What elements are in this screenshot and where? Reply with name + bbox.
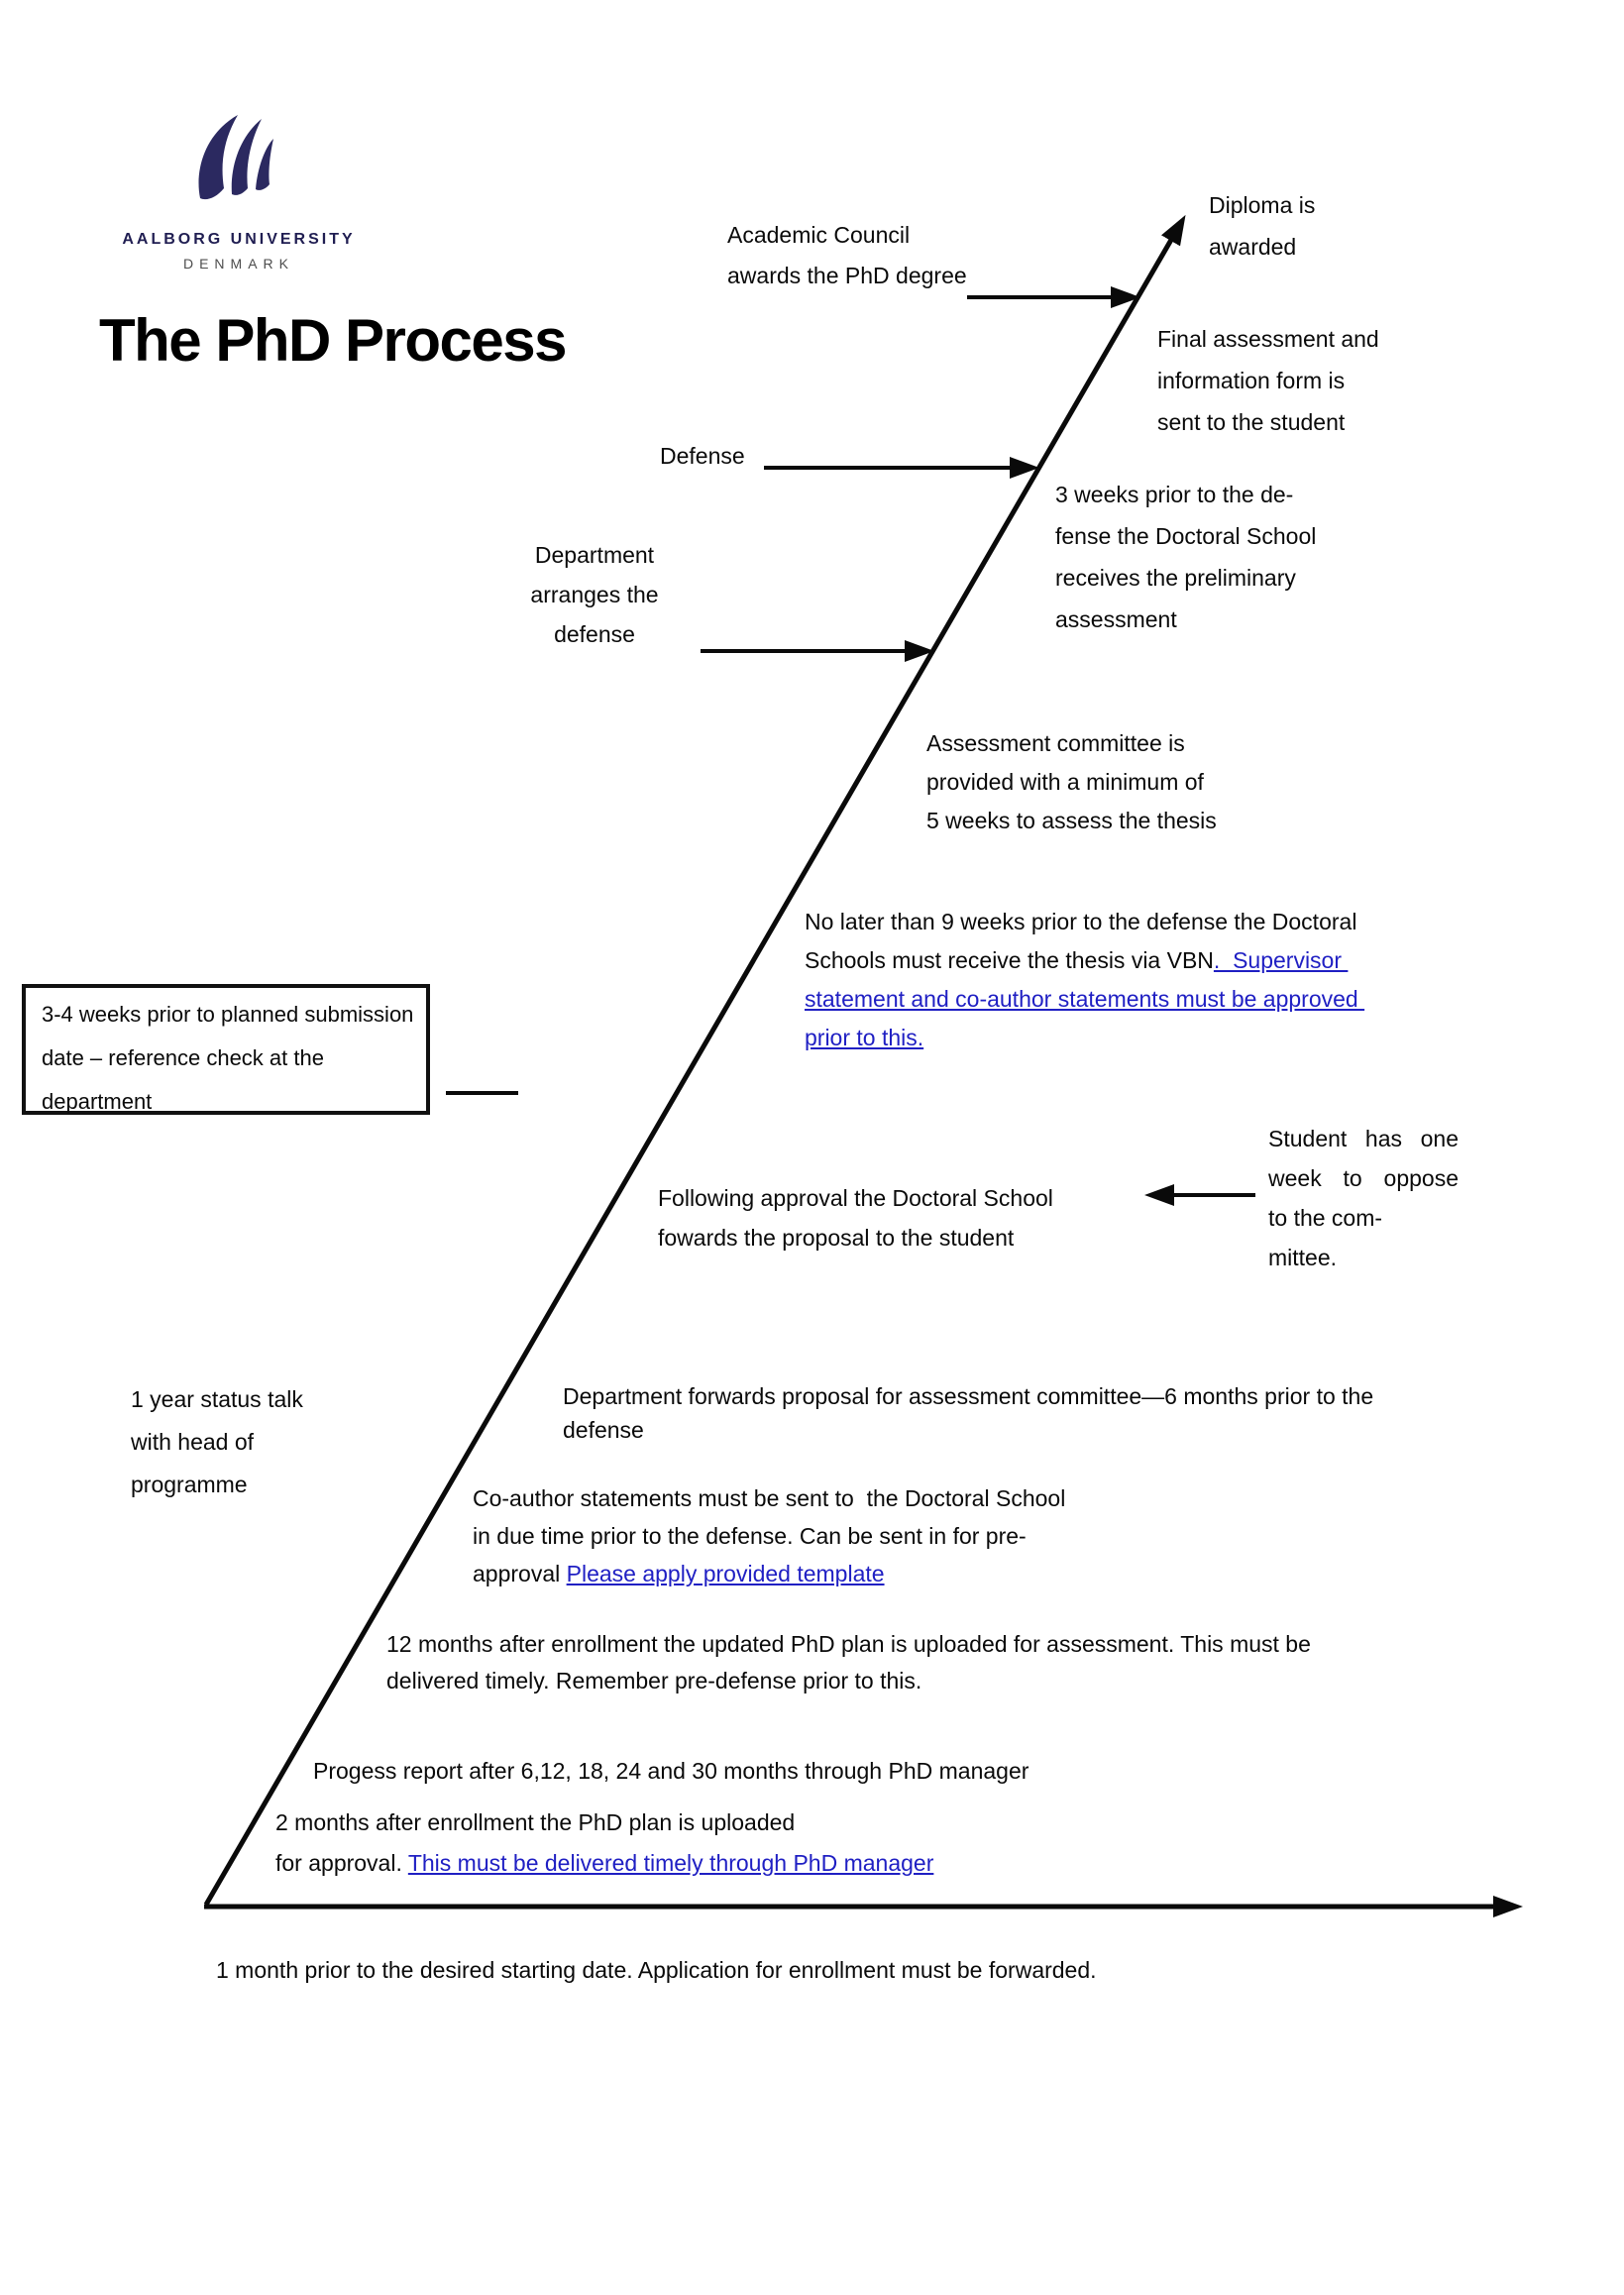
- two-months-plain-text: for approval.: [275, 1850, 408, 1876]
- annotation-assessment-committee: Assessment committee is provided with a …: [926, 730, 1217, 833]
- supervisor-statement-link[interactable]: . Supervisor: [1213, 947, 1349, 973]
- annotation-diploma-awarded: Diploma is awarded: [1209, 192, 1316, 260]
- annotation-twelve-months: 12 months after enrollment the updated P…: [386, 1631, 1311, 1694]
- template-link[interactable]: Please apply provided template: [566, 1561, 885, 1586]
- annotation-co-author-statements: Co-author statements must be sent to the…: [473, 1485, 1066, 1586]
- annotation-defense: Defense: [660, 443, 745, 469]
- logo-country-text: DENMARK: [182, 256, 294, 272]
- annotation-department-arranges: Department arranges the defense: [530, 542, 659, 647]
- phd-manager-link[interactable]: This must be delivered timely through Ph…: [407, 1850, 934, 1876]
- annotation-three-weeks-prior: 3 weeks prior to the de- fense the Docto…: [1055, 482, 1317, 632]
- annotation-two-months: 2 months after enrollment the PhD plan i…: [275, 1809, 934, 1876]
- annotation-following-approval: Following approval the Doctoral School f…: [658, 1185, 1053, 1251]
- page-title: The PhD Process: [99, 307, 568, 374]
- supervisor-statement-link[interactable]: statement and co-author statements must …: [805, 986, 1365, 1012]
- logo-university-text: AALBORG UNIVERSITY: [122, 231, 356, 248]
- co-author-plain-text: approval: [473, 1561, 567, 1586]
- no-later-plain-text: Schools must receive the thesis via VBN: [805, 947, 1214, 973]
- annotation-progress-report: Progess report after 6,12, 18, 24 and 30…: [313, 1758, 1029, 1784]
- annotation-final-assessment: Final assessment and information form is…: [1157, 326, 1379, 435]
- aau-logo: AALBORG UNIVERSITY DENMARK: [99, 231, 379, 272]
- annotation-department-forwards: Department forwards proposal for assessm…: [563, 1383, 1374, 1443]
- annotation-student-oppose: Student has one week to oppose to the co…: [1268, 1126, 1459, 1270]
- annotation-one-year-status: 1 year status talk with head of programm…: [131, 1386, 303, 1497]
- annotation-academic-council: Academic Council awards the PhD degree: [727, 222, 967, 288]
- annotation-no-later-9-weeks: No later than 9 weeks prior to the defen…: [805, 909, 1365, 1050]
- timeline-diagonal-arrow: [203, 214, 1186, 1907]
- aau-swoosh-icon: [198, 115, 273, 200]
- reference-check-box: 3-4 weeks prior to planned submission da…: [22, 984, 430, 1115]
- annotation-one-month: 1 month prior to the desired starting da…: [216, 1957, 1097, 1983]
- supervisor-statement-link[interactable]: prior to this.: [805, 1025, 924, 1050]
